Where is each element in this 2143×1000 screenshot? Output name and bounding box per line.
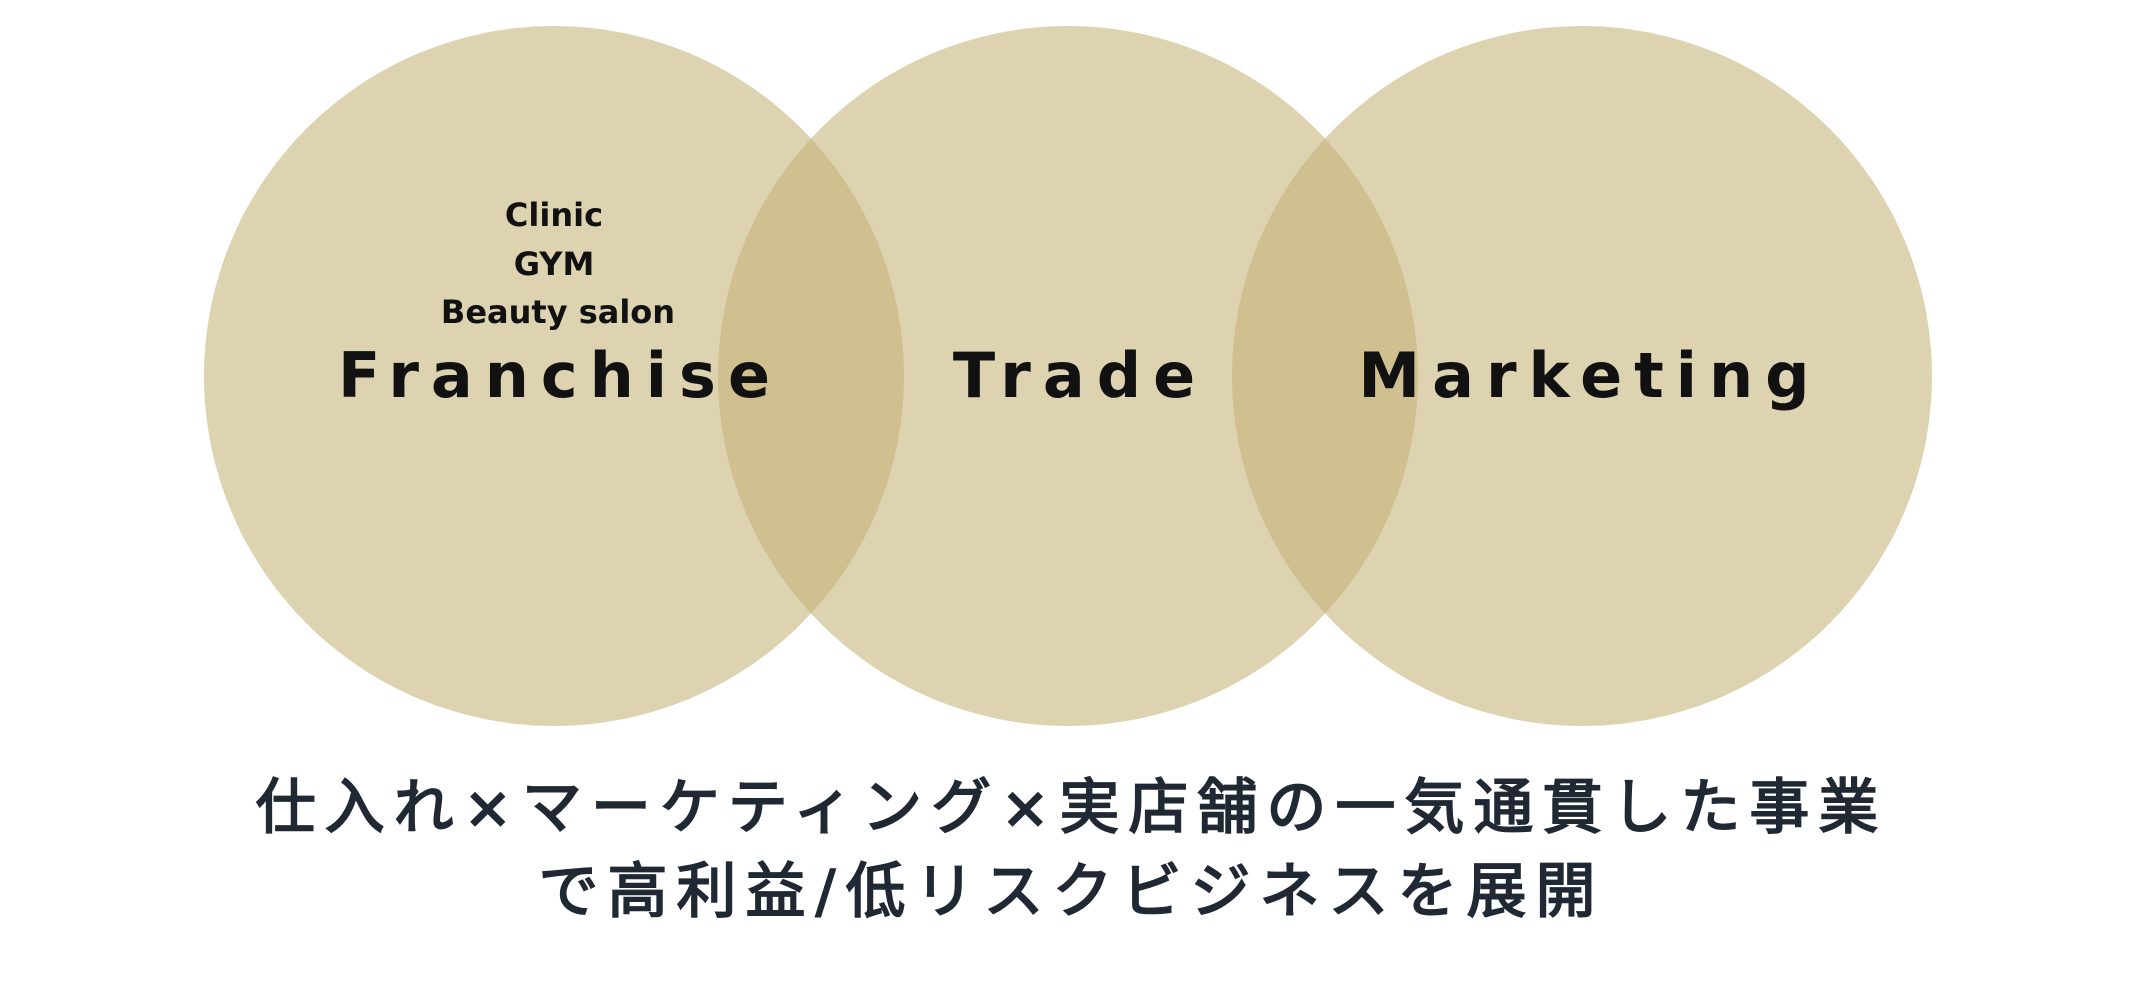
sub-item-beauty-salon: Beauty salon (441, 293, 675, 331)
caption-line-2: で高利益/低リスクビジネスを展開 (538, 857, 1605, 927)
circle-marketing (1232, 26, 1932, 726)
label-trade: Trade (953, 339, 1207, 412)
circle-trade (718, 26, 1418, 726)
sub-item-gym: GYM (514, 245, 595, 283)
sub-item-clinic: Clinic (505, 196, 603, 234)
label-marketing: Marketing (1358, 339, 1821, 412)
circle-franchise (204, 26, 904, 726)
label-franchise: Franchise (338, 339, 782, 412)
caption-line-1: 仕入れ×マーケティング×実店舗の一気通貫した事業 (255, 773, 1888, 843)
